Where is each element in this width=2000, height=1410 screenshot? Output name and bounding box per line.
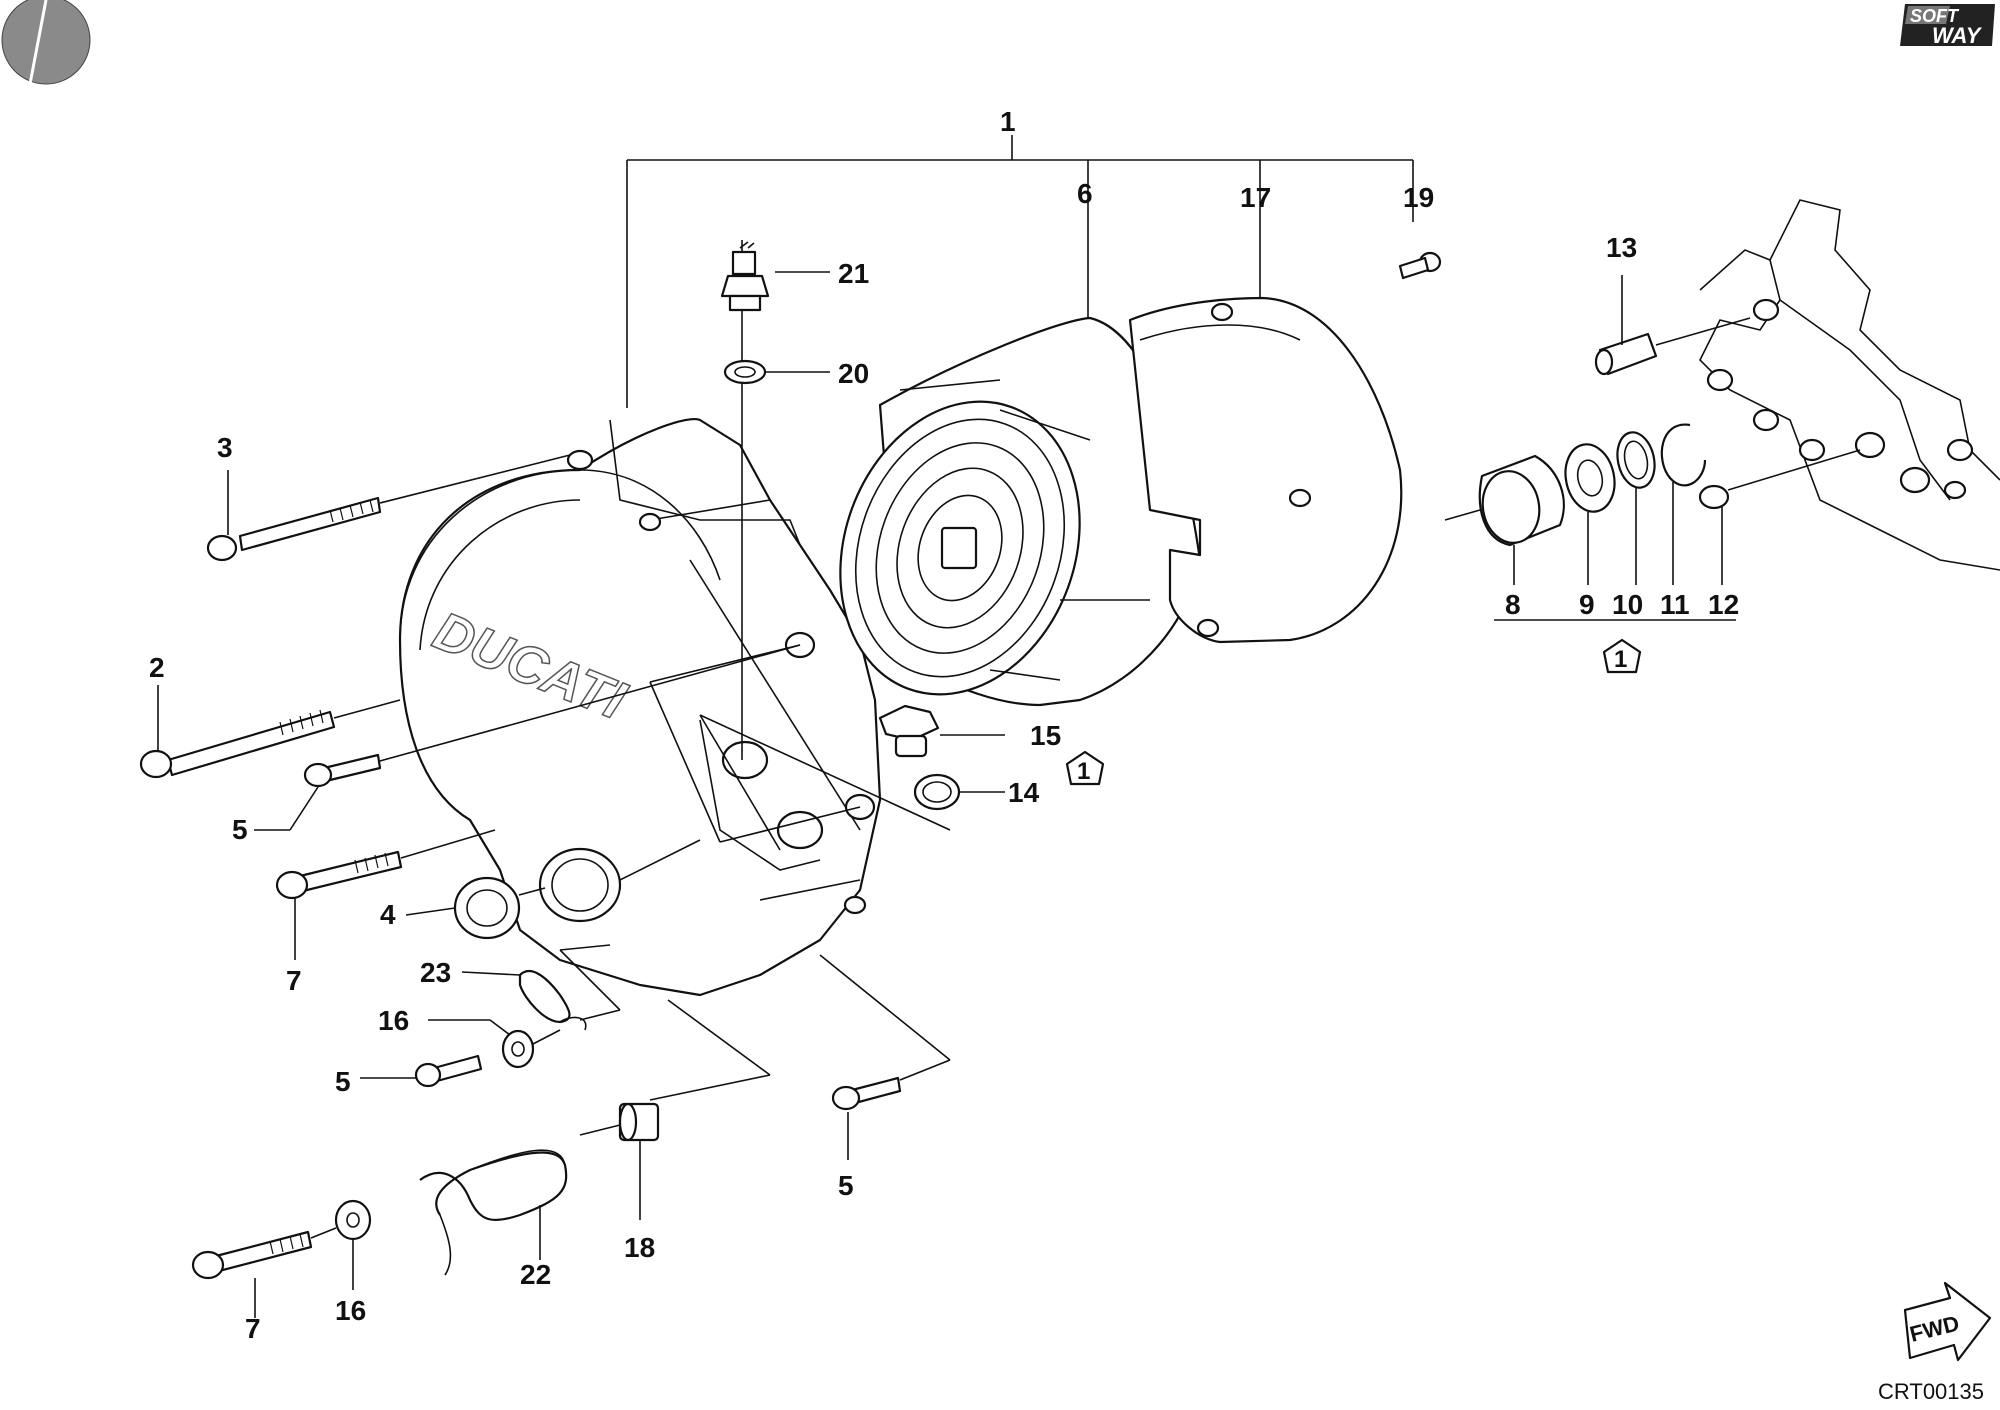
callout-23: 23 — [420, 957, 451, 988]
callout-8: 8 — [1505, 589, 1521, 620]
callout-6: 6 — [1077, 178, 1093, 209]
callout-14: 14 — [1008, 777, 1040, 808]
washer-16-lower — [334, 1199, 372, 1241]
callout-19: 19 — [1403, 182, 1434, 213]
softway-logo-line2: WAY — [1932, 23, 1983, 48]
clip-22 — [419, 1149, 568, 1276]
callout-12: 12 — [1708, 589, 1739, 620]
bolt-3 — [206, 454, 571, 562]
callout-10: 10 — [1612, 589, 1643, 620]
drawing-disc-icon — [1, 0, 91, 85]
o-ring-12 — [1698, 449, 1861, 510]
softway-logo-line1: SOFT — [1910, 6, 1960, 26]
drawing-code: CRT00135 — [1878, 1379, 1984, 1404]
bearing-9 — [1564, 443, 1616, 513]
callout-5-upper: 5 — [232, 814, 248, 845]
label-leaders — [157, 271, 1736, 1318]
reference-mark-2: 1 — [1077, 758, 1090, 785]
bolt-5-right — [831, 1076, 902, 1111]
washer-16-upper — [501, 1029, 535, 1069]
callout-2: 2 — [149, 652, 165, 683]
reference-mark-1: 1 — [1614, 646, 1627, 673]
callout-13: 13 — [1606, 232, 1637, 263]
inner-cover — [1128, 296, 1403, 644]
bolt-7-upper — [275, 829, 496, 900]
bolt-5-upper — [303, 644, 801, 788]
o-ring-14 — [913, 773, 961, 811]
screw-19 — [1398, 251, 1442, 280]
bolt-5-lower — [414, 1029, 561, 1088]
oil-seal-4 — [453, 876, 546, 940]
assembly-bracket — [626, 135, 1414, 408]
callout-7-upper: 7 — [286, 965, 302, 996]
clutch-housing-cover — [839, 316, 1202, 707]
sensor-21 — [720, 241, 770, 312]
softway-logo: SOFT WAY — [1900, 4, 1995, 48]
ring-10 — [1616, 431, 1656, 489]
bolt-2 — [139, 699, 401, 779]
callout-labels: 1 2 3 4 5 5 5 6 7 7 8 9 10 11 12 13 14 1… — [149, 106, 1739, 1344]
clutch-cover: DUCATI — [398, 418, 882, 997]
cover-leaders — [649, 240, 951, 851]
callout-7-lower: 7 — [245, 1313, 261, 1344]
crankcase-outline — [1699, 199, 2000, 571]
washer-20 — [723, 359, 767, 385]
dowel-13 — [1594, 317, 1751, 376]
clip-23 — [518, 970, 587, 1031]
callout-16-upper: 16 — [378, 1005, 409, 1036]
callout-1: 1 — [1000, 106, 1016, 137]
lower-leaders — [559, 944, 951, 1101]
callout-22: 22 — [520, 1259, 551, 1290]
reference-pentagon-icon: 1 1 — [1065, 638, 1642, 786]
callout-17: 17 — [1240, 182, 1271, 213]
callout-15: 15 — [1030, 720, 1061, 751]
callout-9: 9 — [1579, 589, 1595, 620]
callout-5-right: 5 — [838, 1170, 854, 1201]
callout-18: 18 — [624, 1232, 655, 1263]
spacer-18 — [579, 1102, 660, 1142]
callout-21: 21 — [838, 258, 869, 289]
callout-5-lower: 5 — [335, 1066, 351, 1097]
bushing-8 — [1444, 454, 1565, 547]
bolt-7-lower — [191, 1227, 337, 1280]
plug-15 — [878, 704, 940, 758]
callout-16-lower: 16 — [335, 1295, 366, 1326]
callout-11: 11 — [1660, 589, 1690, 620]
callout-3: 3 — [217, 432, 233, 463]
callout-4: 4 — [380, 899, 396, 930]
forward-arrow-icon: FWD — [1903, 1281, 1992, 1362]
circlip-11 — [1660, 423, 1707, 487]
callout-20: 20 — [838, 358, 869, 389]
